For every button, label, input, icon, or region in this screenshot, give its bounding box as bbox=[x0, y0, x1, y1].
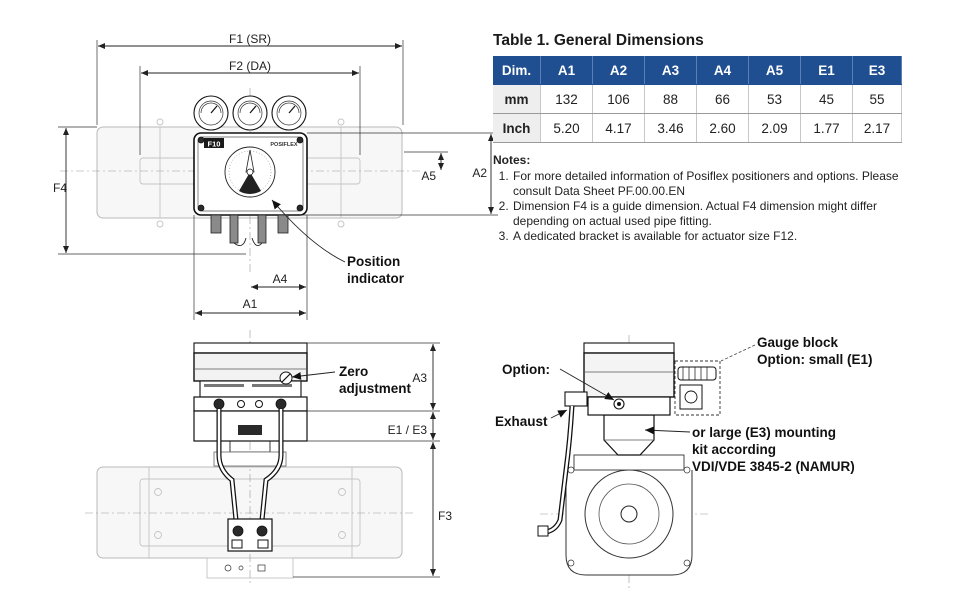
exhaust-tube bbox=[537, 391, 588, 537]
general-dimensions-table: Dim. A1 A2 A3 A4 A5 E1 E3 mm 132 106 88 … bbox=[493, 56, 902, 143]
front-view: Zero adjustment A3 E1 / E3 F3 bbox=[85, 330, 452, 585]
top-view: F10 POSIFLEX F1 (SR) bbox=[53, 32, 498, 320]
a2-label: A2 bbox=[472, 166, 487, 180]
dimension-f4: F4 bbox=[53, 126, 246, 255]
exhaust-callout: Exhaust bbox=[495, 414, 548, 429]
note-item: A dedicated bracket is available for act… bbox=[512, 229, 913, 244]
position-callout-line2: indicator bbox=[347, 271, 405, 286]
a4-label: A4 bbox=[273, 272, 288, 286]
table-header-cell: A4 bbox=[696, 56, 749, 85]
callout-mounting-kit: or large (E3) mounting kit according VDI… bbox=[644, 425, 855, 474]
actuator-body-side bbox=[565, 454, 693, 576]
dimension-e1-e3: E1 / E3 bbox=[307, 412, 440, 442]
f4-label: F4 bbox=[53, 181, 67, 195]
table-cell: 55 bbox=[852, 84, 902, 114]
positioner-housing-top: F10 POSIFLEX bbox=[193, 132, 308, 216]
table-cell: 1.77 bbox=[800, 113, 853, 143]
row-label: mm bbox=[493, 84, 541, 114]
a1-label: A1 bbox=[243, 297, 258, 311]
callout-zero-adjustment: Zero adjustment bbox=[291, 364, 412, 396]
positioner-side bbox=[583, 342, 675, 416]
gauge-callout-line1: Gauge block bbox=[757, 335, 839, 350]
table-header-cell: A2 bbox=[592, 56, 645, 85]
table-header-cell: A5 bbox=[748, 56, 801, 85]
table-cell: 3.46 bbox=[644, 113, 697, 143]
f1-label: F1 (SR) bbox=[229, 32, 271, 46]
table-cell: 106 bbox=[592, 84, 645, 114]
table-header-cell: E1 bbox=[800, 56, 853, 85]
table-title: Table 1. General Dimensions bbox=[493, 32, 704, 49]
f2-label: F2 (DA) bbox=[229, 59, 271, 73]
kit-callout-line2: kit according bbox=[692, 442, 776, 457]
table-header-row: Dim. A1 A2 A3 A4 A5 E1 E3 bbox=[493, 56, 902, 85]
row-label: Inch bbox=[493, 113, 541, 143]
side-view: Option: Exhaust Gauge block Option: smal… bbox=[495, 335, 873, 590]
dimension-a2: A2 bbox=[300, 132, 498, 216]
table-cell: 2.09 bbox=[748, 113, 801, 143]
kit-callout-line1: or large (E3) mounting bbox=[692, 425, 836, 440]
position-indicator-dial bbox=[224, 146, 276, 198]
a3-label: A3 bbox=[412, 371, 427, 385]
note-item: For more detailed information of Posifle… bbox=[512, 169, 913, 199]
table-cell: 66 bbox=[696, 84, 749, 114]
table-cell: 88 bbox=[644, 84, 697, 114]
gauge-block-option bbox=[674, 360, 721, 416]
mounting-bracket-front bbox=[193, 410, 308, 467]
dimension-a4: A4 bbox=[251, 215, 308, 320]
dimension-a5: A5 bbox=[404, 151, 448, 183]
table-header-cell: A3 bbox=[644, 56, 697, 85]
table-cell: 45 bbox=[800, 84, 853, 114]
a5-label: A5 bbox=[421, 169, 436, 183]
table-cell: 53 bbox=[748, 84, 801, 114]
table-cell: 132 bbox=[540, 84, 593, 114]
table-row: Inch 5.20 4.17 3.46 2.60 2.09 1.77 2.17 bbox=[493, 113, 902, 143]
zero-callout-line2: adjustment bbox=[339, 381, 412, 396]
brand-mark: POSIFLEX bbox=[270, 142, 298, 148]
callout-gauge-block: Gauge block Option: small (E1) bbox=[720, 335, 873, 367]
dimension-f3: F3 bbox=[293, 442, 452, 578]
position-callout-line1: Position bbox=[347, 254, 400, 269]
f10-label: F10 bbox=[208, 140, 221, 149]
notes-heading: Notes: bbox=[493, 153, 531, 167]
base-flange-front bbox=[224, 564, 266, 572]
table-row: mm 132 106 88 66 53 45 55 bbox=[493, 84, 902, 114]
dimension-f1: F1 (SR) bbox=[96, 32, 404, 125]
dimension-a1: A1 bbox=[193, 215, 306, 320]
dimension-f2: F2 (DA) bbox=[139, 59, 361, 155]
note-item: Dimension F4 is a guide dimension. Actua… bbox=[512, 199, 913, 229]
f3-label: F3 bbox=[438, 509, 452, 523]
option-callout: Option: bbox=[502, 362, 550, 377]
table-cell: 2.60 bbox=[696, 113, 749, 143]
zero-callout-line1: Zero bbox=[339, 364, 368, 379]
table-cell: 5.20 bbox=[540, 113, 593, 143]
kit-callout-line3: VDI/VDE 3845-2 (NAMUR) bbox=[692, 459, 855, 474]
dimension-a3: A3 bbox=[307, 342, 440, 412]
table-header-cell: E3 bbox=[852, 56, 902, 85]
positioner-front bbox=[193, 342, 308, 412]
pipe-fittings-top bbox=[210, 214, 289, 247]
callout-position-indicator: Position indicator bbox=[271, 199, 405, 286]
table-header-cell: A1 bbox=[540, 56, 593, 85]
callout-exhaust: Exhaust bbox=[495, 409, 568, 429]
gauge-group-top bbox=[193, 95, 307, 131]
table-cell: 2.17 bbox=[852, 113, 902, 143]
air-tubes-front bbox=[216, 409, 284, 552]
e1-e3-label: E1 / E3 bbox=[388, 423, 428, 437]
callout-option: Option: bbox=[502, 362, 615, 401]
gauge-callout-line2: Option: small (E1) bbox=[757, 352, 873, 367]
table-header-cell: Dim. bbox=[493, 56, 541, 85]
mounting-kit-side bbox=[603, 414, 655, 456]
notes-list: For more detailed information of Posifle… bbox=[493, 169, 913, 244]
table-cell: 4.17 bbox=[592, 113, 645, 143]
notes-block: Notes: For more detailed information of … bbox=[493, 153, 913, 244]
